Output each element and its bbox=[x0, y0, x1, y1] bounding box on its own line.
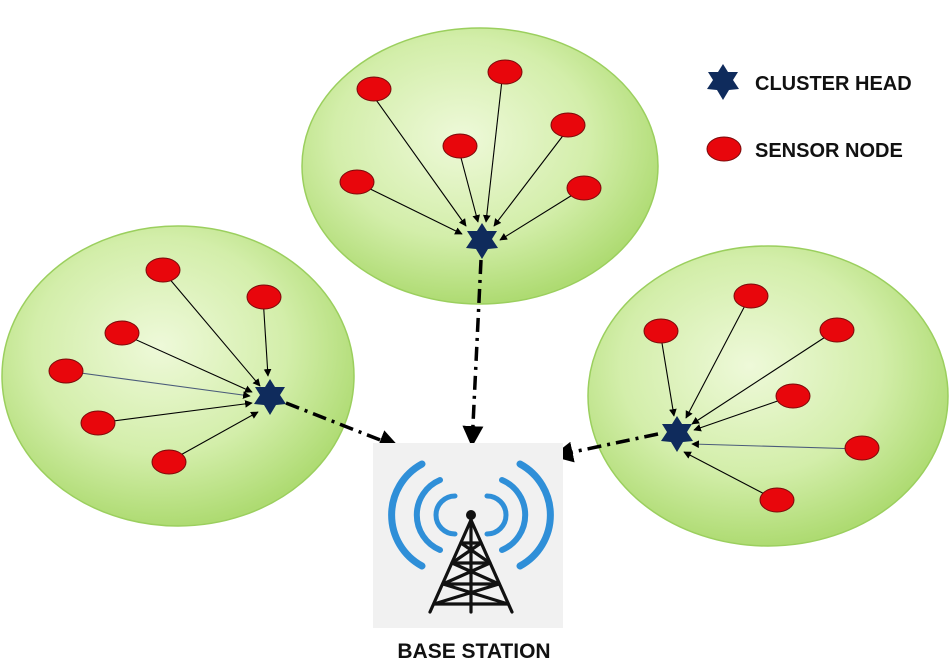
sensor-node bbox=[356, 76, 392, 102]
sensor-link bbox=[357, 182, 463, 235]
sensor-node bbox=[442, 133, 478, 159]
cluster-top bbox=[301, 27, 659, 305]
sensor-node bbox=[487, 59, 523, 85]
sensor-node bbox=[104, 320, 140, 346]
sensor-link bbox=[65, 370, 251, 399]
legend: CLUSTER HEAD SENSOR NODE bbox=[706, 64, 912, 162]
sensor-link bbox=[493, 132, 566, 227]
sensor-link bbox=[373, 96, 467, 227]
sensor-link bbox=[459, 153, 480, 223]
sensor-link bbox=[97, 400, 253, 424]
uplink-right bbox=[551, 432, 659, 463]
sensor-link bbox=[167, 411, 259, 463]
sensor-link bbox=[691, 440, 861, 450]
sensor-links-top bbox=[357, 79, 583, 241]
sensor-node bbox=[819, 317, 855, 343]
antenna-tower-icon bbox=[428, 510, 514, 614]
sensor-link bbox=[683, 451, 777, 501]
sensor-link bbox=[659, 330, 677, 417]
sensor-link bbox=[482, 79, 503, 223]
legend-label-cluster-head: CLUSTER HEAD bbox=[755, 73, 912, 95]
sensor-node bbox=[550, 112, 586, 138]
cluster-region bbox=[587, 245, 949, 547]
sensor-node bbox=[151, 449, 187, 475]
sensor-link bbox=[691, 329, 837, 425]
sensor-node bbox=[246, 284, 282, 310]
sensor-link bbox=[262, 296, 272, 377]
legend-item-cluster-head: CLUSTER HEAD bbox=[707, 64, 912, 100]
uplink-left bbox=[285, 401, 400, 450]
cluster-right bbox=[587, 245, 949, 547]
sensor-node bbox=[80, 410, 116, 436]
circle-icon bbox=[706, 136, 742, 162]
sensor-link bbox=[120, 332, 253, 393]
base-station-label: BASE STATION bbox=[397, 640, 550, 663]
cluster-region bbox=[301, 27, 659, 305]
sensor-node bbox=[339, 169, 375, 195]
signal-waves-icon bbox=[388, 460, 554, 570]
sensor-node bbox=[48, 358, 84, 384]
sensor-link bbox=[499, 188, 583, 241]
uplink-top bbox=[462, 259, 484, 448]
sensor-link bbox=[693, 395, 793, 432]
sensor-node bbox=[643, 318, 679, 344]
sensor-link bbox=[685, 295, 751, 419]
uplinks bbox=[285, 259, 659, 463]
sensor-node bbox=[145, 257, 181, 283]
sensor-node bbox=[733, 283, 769, 309]
sensor-node bbox=[775, 383, 811, 409]
sensor-node bbox=[844, 435, 880, 461]
legend-label-sensor-node: SENSOR NODE bbox=[755, 140, 903, 162]
sensor-node bbox=[566, 175, 602, 201]
sensor-links-right bbox=[659, 295, 861, 501]
sensor-node bbox=[759, 487, 795, 513]
base-station: BASE STATION bbox=[373, 443, 563, 663]
sensor-link bbox=[161, 269, 261, 387]
star-icon bbox=[707, 64, 739, 100]
sensor-links-left bbox=[65, 269, 272, 463]
legend-item-sensor-node: SENSOR NODE bbox=[706, 136, 903, 162]
